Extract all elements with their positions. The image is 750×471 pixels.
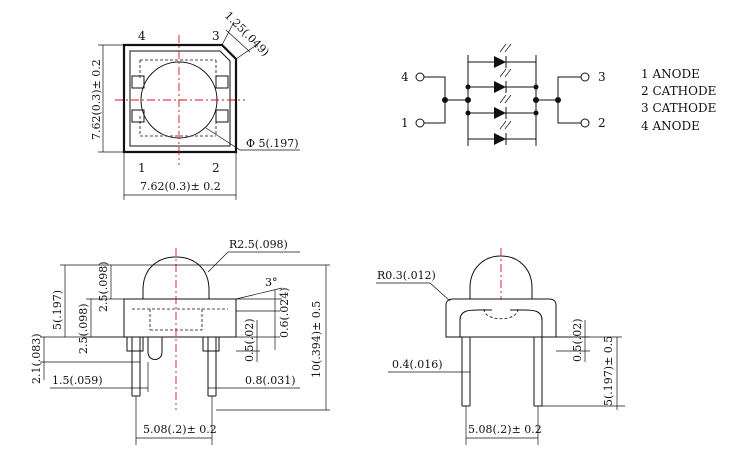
- side-dim-1-5-059: 1.5(.059): [52, 374, 103, 387]
- schematic-pin-2: 2: [598, 116, 606, 130]
- junction-dot: [533, 97, 539, 103]
- top-view-pin-2: 2: [212, 161, 220, 175]
- led-diode-4: [494, 120, 512, 145]
- schematic-pin-3: 3: [598, 70, 606, 84]
- side-dim-0-8-031: 0.8(.031): [245, 374, 296, 387]
- top-view-pin-1: 1: [138, 161, 146, 175]
- chamfer-ext-line-1: [221, 21, 235, 46]
- front-view-lead-right: [533, 337, 543, 407]
- schematic-pin-1: 1: [401, 116, 409, 130]
- side-dim-0-6-024: 0.6(.024): [278, 287, 291, 338]
- junction-dot: [465, 110, 471, 116]
- side-view-lead-left: [131, 337, 141, 397]
- side-dim-10-394: 10(.394)± 0.5: [310, 301, 323, 378]
- terminal-1: [415, 118, 425, 128]
- front-view-body: [445, 298, 557, 338]
- front-view-inner-lead-right: [510, 309, 543, 337]
- led-diode-3: [494, 94, 512, 119]
- front-view: R0.3(.012) 0.4(.016) 0.5(.02) 5(.197)± 0…: [376, 248, 625, 445]
- wire-right-top: [557, 76, 581, 100]
- junction-dot: [465, 84, 471, 90]
- junction-dot: [533, 84, 539, 90]
- side-dim-2-5-upper: 2.5(.098): [97, 261, 110, 312]
- chamfer-dim-line: [225, 29, 251, 53]
- wire-left-top: [424, 76, 446, 100]
- top-view-pad-right-top: [215, 75, 229, 89]
- side-radius-dim: R2.5(.098): [229, 238, 288, 251]
- side-view-dome: [142, 256, 210, 299]
- front-view-dashed-cup: [483, 308, 519, 320]
- wire-right-bottom: [557, 100, 581, 124]
- width-dim: 7.62(0.3)± 0.2: [140, 180, 221, 193]
- front-view-lead-left: [461, 337, 471, 407]
- side-dim-2-1-083: 2.1(.083): [30, 333, 43, 384]
- legend-item-1: 1 ANODE: [641, 67, 700, 81]
- side-view-lead-right: [207, 337, 217, 397]
- side-pitch-dim: 5.08(.2)± 0.2: [143, 423, 217, 436]
- front-view-inner-lead-left: [459, 309, 492, 337]
- led-branches: [468, 43, 536, 145]
- junction-dot: [555, 97, 561, 103]
- led-diode-2: [494, 68, 512, 93]
- schematic-pin-4: 4: [401, 70, 409, 84]
- front-radius-leader: [376, 282, 451, 302]
- schematic: 4 1 3 2: [401, 43, 716, 146]
- top-view-inner-outline: [129, 50, 231, 147]
- side-dim-5-197: 5(.197): [51, 290, 64, 330]
- terminal-2: [580, 118, 590, 128]
- side-view-body: [123, 298, 237, 338]
- junction-dot: [465, 97, 471, 103]
- led-diode-1: [494, 43, 512, 68]
- height-dim: 7.62(0.3)± 0.2: [90, 59, 103, 140]
- top-view-pin-3: 3: [212, 29, 220, 43]
- diameter-leader: [205, 127, 300, 151]
- front-pitch-dim: 5.08(.2)± 0.2: [468, 423, 542, 436]
- front-lead-dim: 0.4(.016): [392, 358, 443, 371]
- front-dim-0-5-02: 0.5(.02): [571, 318, 584, 362]
- wire-left-bottom: [424, 100, 446, 124]
- side-view-inner-dashed: [132, 308, 228, 331]
- top-view-pad-right-bottom: [215, 109, 229, 123]
- radius-leader: [207, 251, 229, 273]
- legend-item-4: 4 ANODE: [641, 119, 700, 133]
- legend-item-3: 3 CATHODE: [641, 101, 716, 115]
- top-view-pin-4: 4: [138, 29, 146, 43]
- top-view-pad-left-top: [131, 75, 145, 89]
- side-view-lead-left-bent: [147, 337, 163, 360]
- side-angle-dim: 3°: [265, 276, 278, 289]
- junction-dot: [442, 97, 448, 103]
- top-view: 4 3 1 2 1.25(.049) 7.62(0.3)± 0.2 7.62(0…: [90, 9, 300, 200]
- top-view-inner-dashed: [139, 59, 217, 137]
- chamfer-ext-line-2: [235, 43, 259, 60]
- terminal-4: [415, 72, 425, 82]
- side-view: R2.5(.098) 3° 5(.197) 2.5(.098) 2.5(.098…: [30, 238, 330, 445]
- front-radius-dim: R0.3(.012): [377, 269, 436, 282]
- terminal-3: [580, 72, 590, 82]
- top-view-body-outline: [122, 43, 238, 154]
- diameter-dim: Φ 5(.197): [246, 137, 299, 150]
- top-view-pad-left-bottom: [131, 109, 145, 123]
- junction-dot: [533, 110, 539, 116]
- side-dim-0-5-02: 0.5(.02): [243, 318, 256, 362]
- legend-item-2: 2 CATHODE: [641, 84, 716, 98]
- side-dim-2-5-lower: 2.5(.098): [77, 303, 90, 354]
- front-dim-5-197: 5(.197)± 0.5: [602, 336, 615, 406]
